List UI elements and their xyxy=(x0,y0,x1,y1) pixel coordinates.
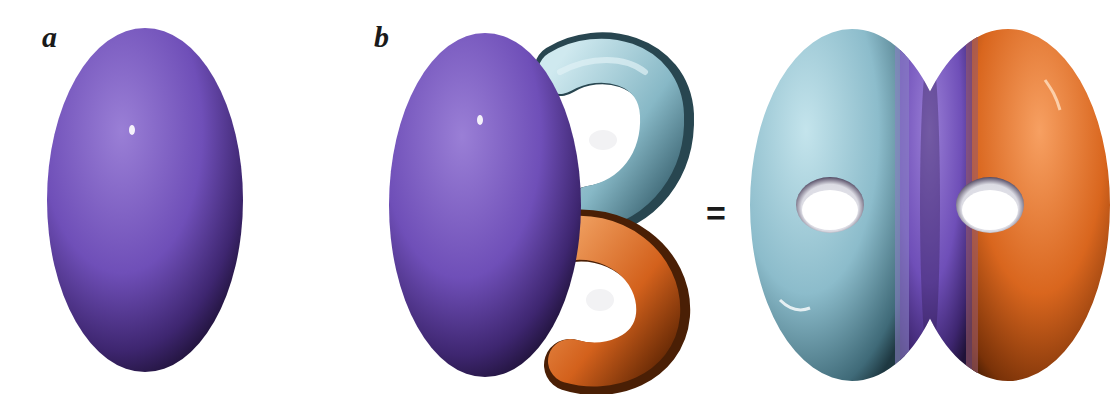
torus-hole xyxy=(962,190,1018,230)
equals-sign: = xyxy=(706,196,726,230)
handle-gap xyxy=(586,289,614,311)
sphere xyxy=(47,28,243,372)
sphere xyxy=(389,33,581,377)
panel-letter: b xyxy=(374,22,389,52)
highlight xyxy=(560,60,645,72)
highlight xyxy=(780,300,810,310)
double-torus xyxy=(740,20,1115,390)
torus-hole xyxy=(956,177,1024,233)
highlight xyxy=(129,125,135,135)
torus-hole xyxy=(796,177,864,233)
panel-letter: a xyxy=(42,22,57,52)
highlight xyxy=(477,115,483,125)
highlight xyxy=(1045,80,1060,110)
torus-hole xyxy=(802,190,858,230)
handle-gap xyxy=(589,130,617,150)
